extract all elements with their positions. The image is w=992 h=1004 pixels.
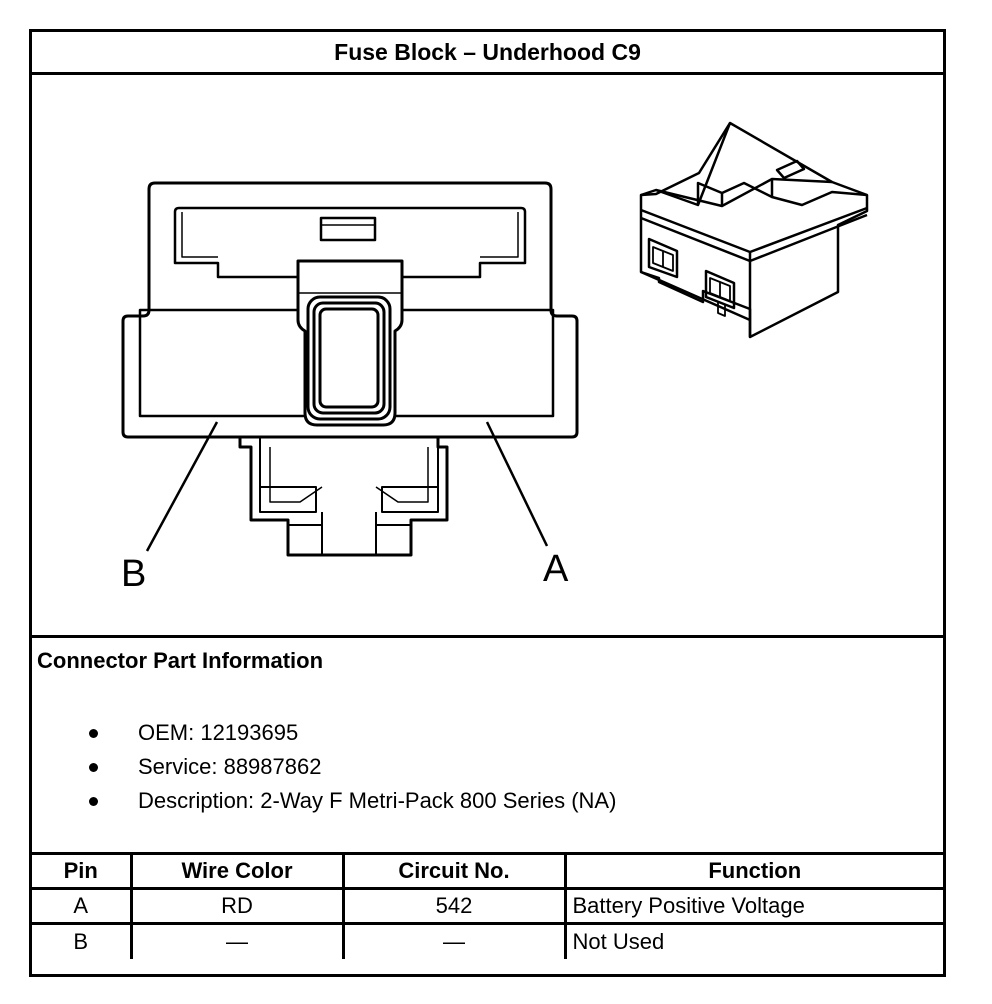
- pin-a-leader: [485, 421, 549, 547]
- connector-illustration: B A: [121, 121, 869, 595]
- part-info-service-text: Service: 88987862: [138, 754, 322, 779]
- connector-figure: B A: [32, 75, 943, 635]
- section-divider: [32, 635, 943, 638]
- pin-table: Pin Wire Color Circuit No. Function A RD…: [32, 852, 943, 959]
- table-row: A RD 542 Battery Positive Voltage: [32, 887, 943, 925]
- bullet-icon: [89, 797, 98, 806]
- pin-b-label: B: [121, 553, 146, 595]
- cell-wire-color: —: [129, 922, 345, 959]
- part-info-description-text: Description: 2-Way F Metri-Pack 800 Seri…: [138, 788, 617, 813]
- cell-function: Not Used: [563, 922, 943, 959]
- cell-pin: B: [32, 922, 133, 959]
- header-circuit-no: Circuit No.: [341, 852, 567, 890]
- part-info-oem-text: OEM: 12193695: [138, 720, 299, 745]
- page-title: Fuse Block – Underhood C9: [32, 32, 943, 75]
- header-function: Function: [563, 852, 943, 890]
- bullet-icon: [89, 763, 98, 772]
- part-info-oem: OEM: 12193695: [84, 720, 616, 754]
- table-header-row: Pin Wire Color Circuit No. Function: [32, 852, 943, 890]
- part-info-heading: Connector Part Information: [37, 648, 324, 673]
- part-info-description: Description: 2-Way F Metri-Pack 800 Seri…: [84, 788, 616, 822]
- connector-front-view: [121, 181, 579, 557]
- cell-wire-color: RD: [129, 887, 345, 925]
- cell-pin: A: [32, 887, 133, 925]
- connector-isometric-view: [639, 121, 869, 339]
- part-info-section: Connector Part Information OEM: 12193695…: [32, 638, 943, 851]
- table-row: B — — Not Used: [32, 922, 943, 959]
- cell-circuit-no: —: [341, 922, 567, 959]
- header-wire-color: Wire Color: [129, 852, 345, 890]
- part-info-list: OEM: 12193695 Service: 88987862 Descript…: [84, 720, 616, 822]
- connector-sheet: Fuse Block – Underhood C9: [29, 29, 946, 977]
- cell-function: Battery Positive Voltage: [563, 887, 943, 925]
- pin-b-leader: [145, 421, 219, 552]
- part-info-service: Service: 88987862: [84, 754, 616, 788]
- pin-a-label: A: [543, 548, 569, 590]
- bullet-icon: [89, 729, 98, 738]
- header-pin: Pin: [32, 852, 133, 890]
- cell-circuit-no: 542: [341, 887, 567, 925]
